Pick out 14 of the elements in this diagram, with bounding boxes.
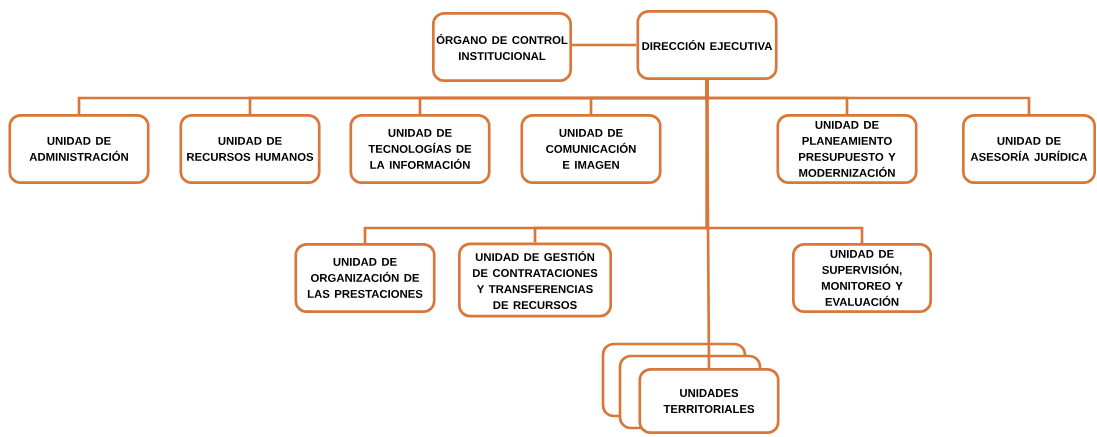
unit-box: UNIDADES TERRITORIALES: [638, 368, 780, 434]
unit-box: UNIDAD DE ORGANIZACIÓN DE LAS PRESTACIONES: [294, 243, 436, 313]
unit-box: UNIDAD DE ADMINISTRACIÓN: [8, 114, 150, 184]
unit-box: DIRECCIÓN EJECUTIVA: [636, 10, 778, 80]
unit-box: UNIDAD DE PLANEAMIENTO PRESUPUESTO Y MODERNIZACIÓN: [776, 114, 918, 184]
unit-box: UNIDAD DE ASESORÍA JURÍDICA: [962, 114, 1096, 184]
unit-box: UNIDAD DE COMUNICACIÓN E IMAGEN: [520, 114, 662, 184]
unit-box: UNIDAD DE GESTIÓN DE CONTRATACIONES Y TRANSFERENCIAS DE RECURSOS: [458, 242, 612, 318]
connector-line: [572, 43, 637, 47]
unit-box: UNIDAD DE SUPERVISIÓN, MONITOREO Y EVALUACIÓN: [792, 243, 932, 313]
unit-box: UNIDAD DE TECNOLOGÍAS DE LA INFORMACIÓN: [349, 114, 491, 184]
unit-box: ÓRGANO DE CONTROL INSTITUCIONAL: [432, 12, 572, 82]
unit-box: UNIDAD DE RECURSOS HUMANOS: [179, 114, 321, 184]
connector-line: [705, 80, 711, 368]
